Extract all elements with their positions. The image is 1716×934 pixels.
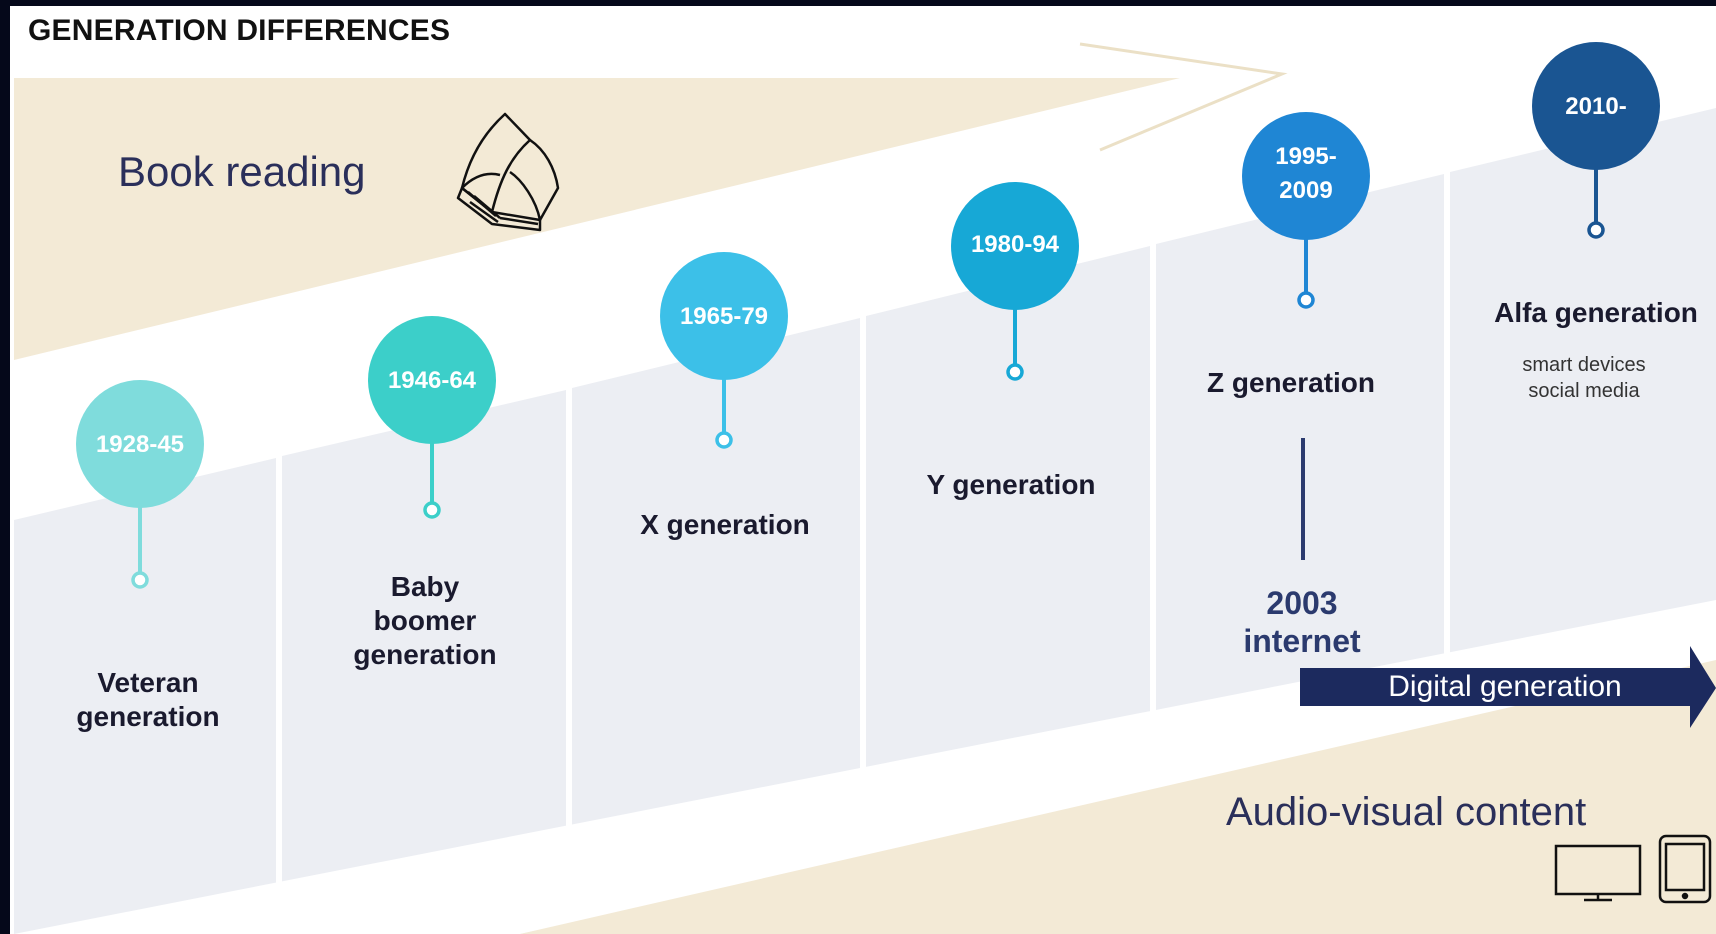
book-reading-band	[14, 78, 1180, 360]
alfa-note-2: social media	[1528, 380, 1640, 402]
diagonal-band	[14, 600, 1716, 934]
timeline-pins	[76, 42, 1660, 589]
years-veteran: 1928-45	[95, 431, 185, 458]
year-circle-y	[951, 182, 1079, 310]
years-z: 1995- 2009	[1275, 143, 1337, 204]
year-circle-alfa	[1532, 42, 1660, 170]
year-circle-x	[660, 252, 788, 380]
name-y: Y generation	[926, 469, 1096, 500]
column-panel-1	[14, 458, 276, 934]
year-circle-baby-boomer	[368, 316, 496, 444]
pin-ring-baby-boomer	[423, 501, 441, 519]
name-z: Z generation	[1206, 367, 1375, 398]
pin-ring-alfa	[1587, 221, 1605, 239]
audio-visual-label: Audio-visual content	[1226, 790, 1587, 834]
name-x: X generation	[640, 509, 810, 540]
digital-generation-arrow	[1300, 646, 1716, 728]
internet-year: 2003	[1266, 585, 1338, 621]
digital-generation-label: Digital generation	[1388, 670, 1622, 703]
book-reading-label: Book reading	[118, 148, 366, 195]
name-alfa: Alfa generation	[1494, 297, 1698, 328]
internet-label: internet	[1243, 623, 1361, 659]
tablet-icon	[1658, 834, 1712, 904]
name-baby-boomer: Baby boomer generation	[353, 571, 497, 670]
top-chevron	[1079, 42, 1288, 152]
pin-ring-x	[715, 431, 733, 449]
years-baby-boomer: 1946-64	[387, 367, 477, 394]
name-veteran: Veteran generation	[76, 667, 220, 732]
pin-ring-y	[1006, 363, 1024, 381]
year-circle-z	[1242, 112, 1370, 240]
year-circle-veteran	[76, 380, 204, 508]
internet-marker-line	[1301, 438, 1305, 560]
pin-ring-veteran	[131, 571, 149, 589]
column-panel-3	[572, 318, 860, 934]
column-panel-2	[282, 390, 566, 934]
years-x: 1965-79	[679, 303, 769, 330]
alfa-note-1: smart devices	[1522, 354, 1646, 376]
monitor-icon	[1554, 844, 1642, 902]
pin-ring-z	[1297, 291, 1315, 309]
audio-visual-band	[520, 660, 1716, 934]
open-book-icon	[456, 112, 560, 232]
years-alfa: 2010-	[1565, 93, 1627, 120]
slide-title: GENERATION DIFFERENCES	[28, 14, 451, 47]
years-y: 1980-94	[970, 231, 1060, 258]
